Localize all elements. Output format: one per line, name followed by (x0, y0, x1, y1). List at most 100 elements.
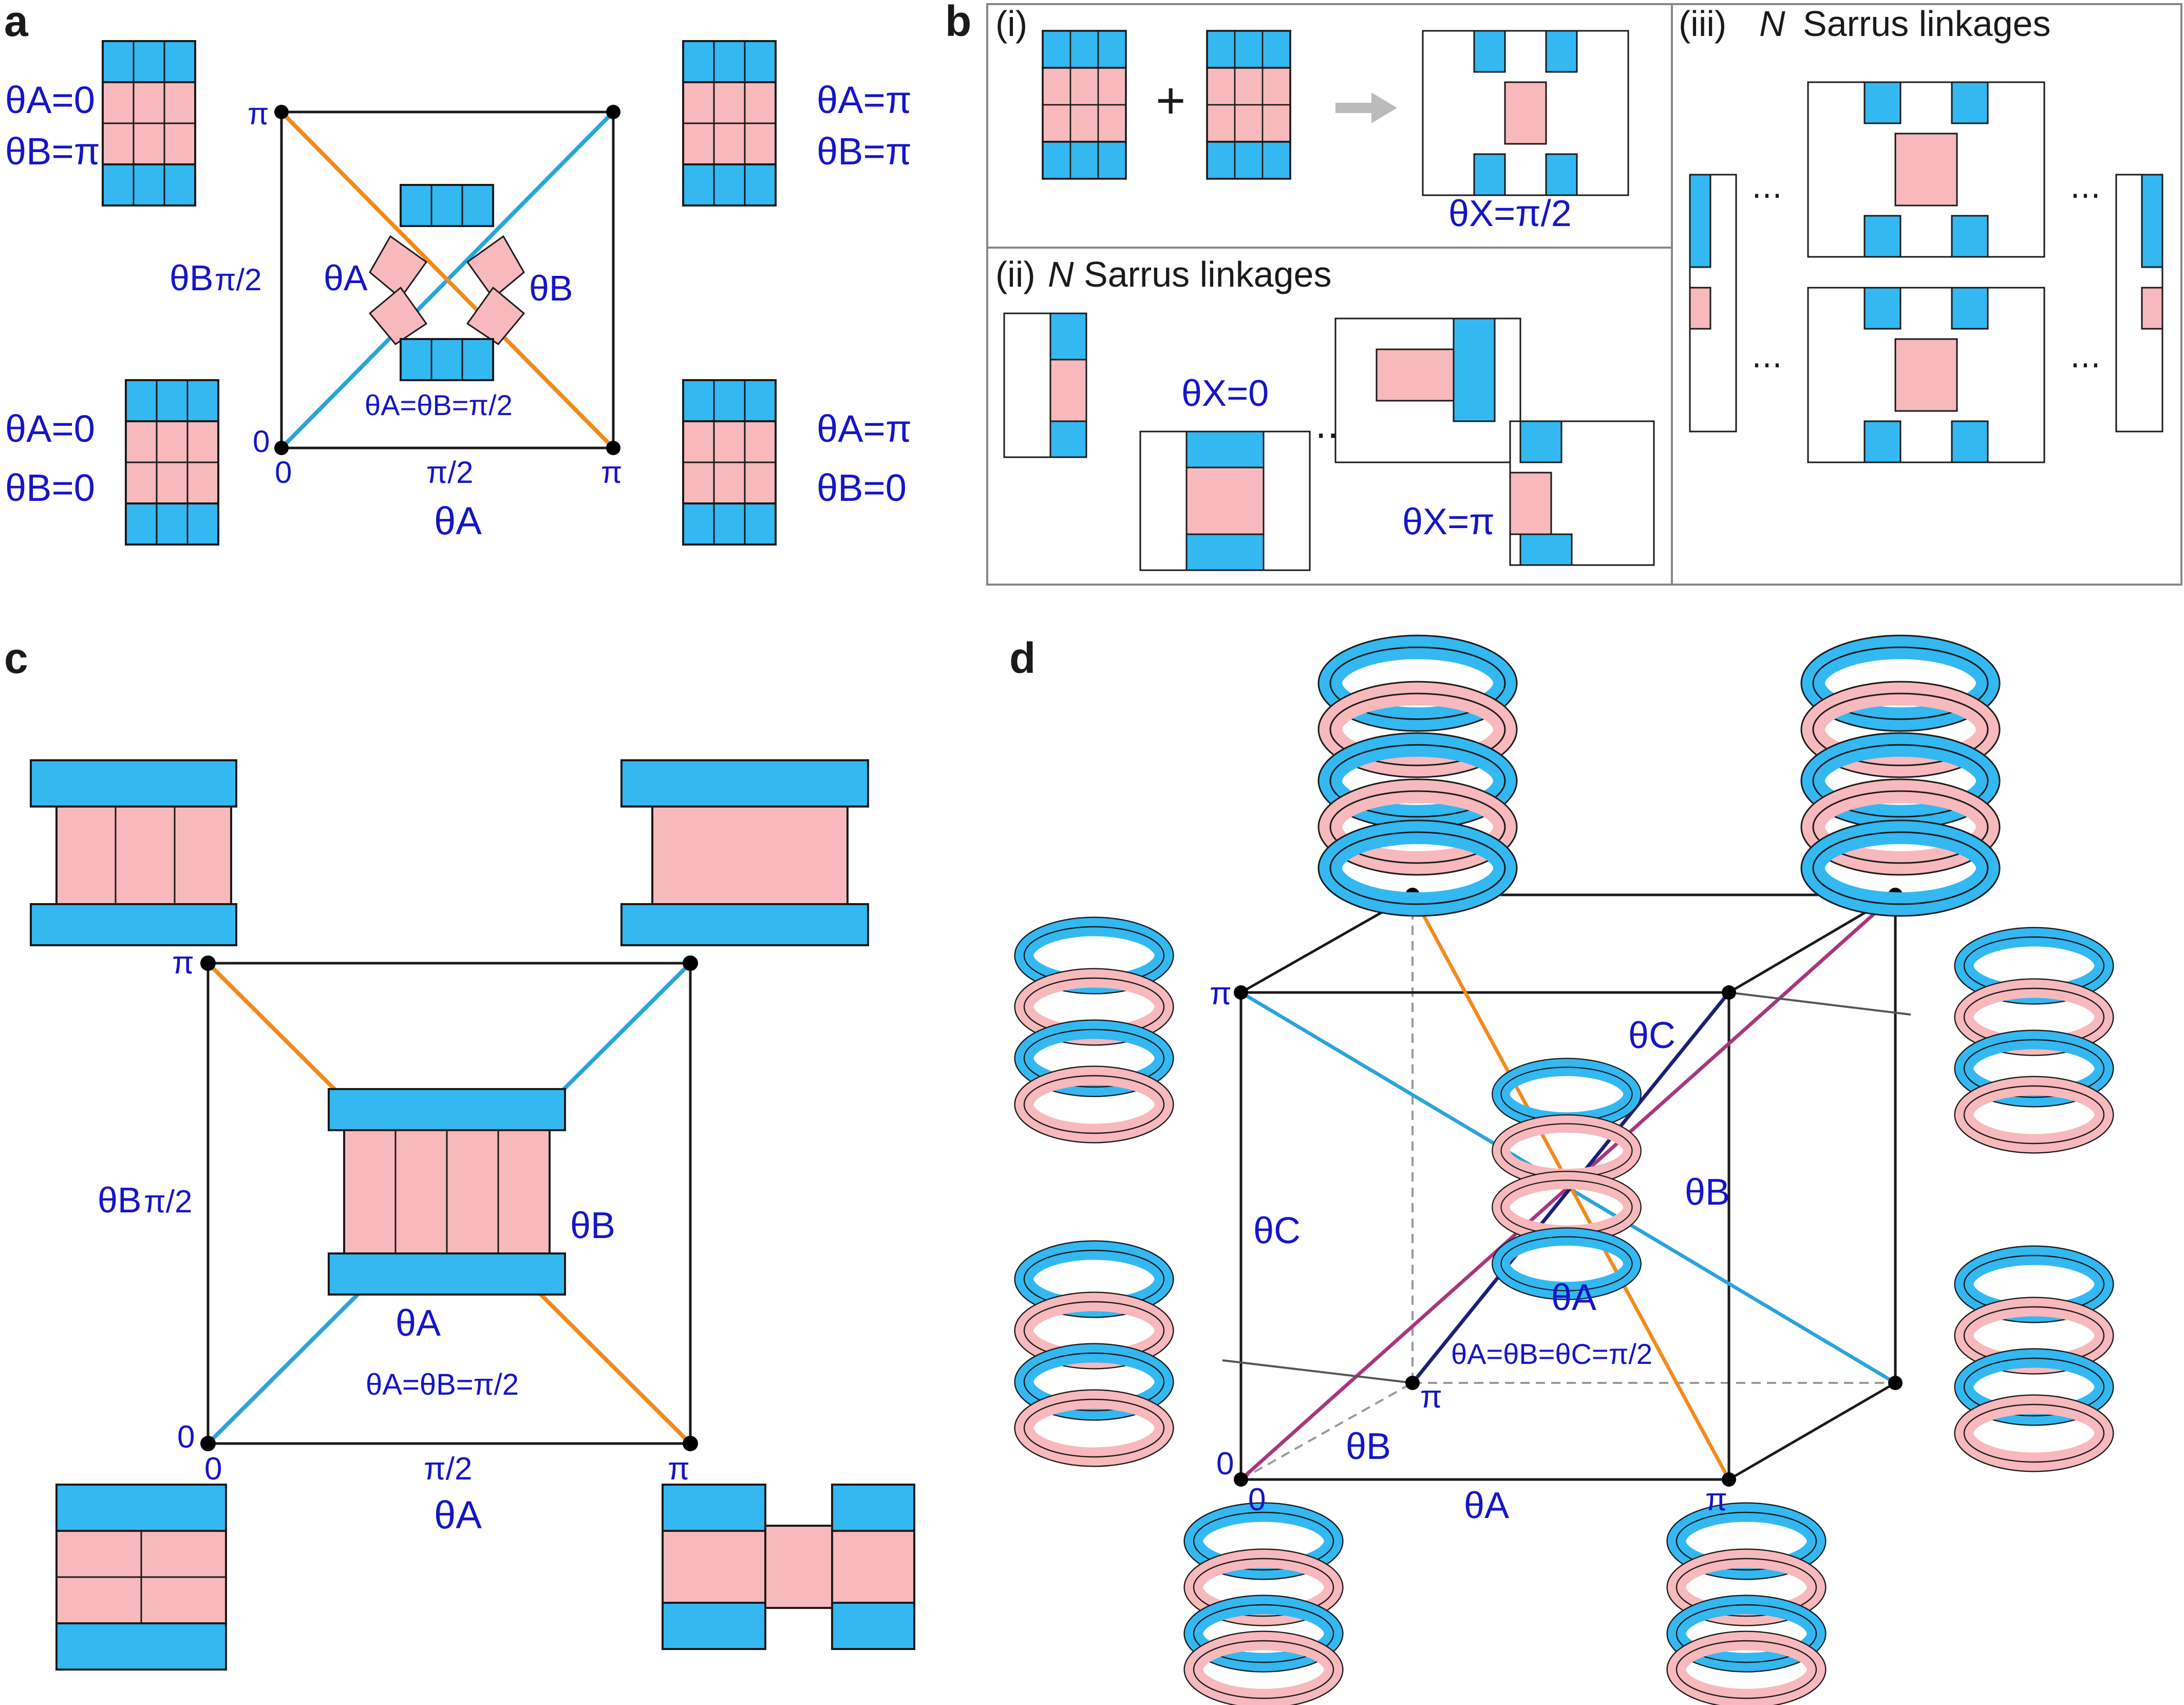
sub-iii-dots-tl: ⋯ (1752, 178, 1782, 212)
sub-i-linkage-1 (1042, 30, 1127, 180)
label-a-tr-b: θB=π (817, 130, 912, 173)
leader-line (1728, 991, 1911, 1016)
center-c-theta-a: θA (396, 1303, 441, 1344)
panel-c-label: c (4, 634, 28, 682)
sub-ii-n: N (1048, 254, 1074, 294)
label-a-bl-a: θA=0 (5, 407, 95, 450)
axis-d-c-label: θC (1253, 1210, 1301, 1251)
cube-edge (1728, 1381, 1896, 1481)
panel-a-linkage-tl (102, 40, 196, 207)
vertex-dot (1722, 1472, 1736, 1487)
panel-d-center-assembly (1492, 1058, 1641, 1300)
panel-d-assembly-bottom-right (1667, 1503, 1826, 1705)
panel-c-center-block (328, 1088, 566, 1296)
vertex-dot (1722, 985, 1736, 1000)
panel-a-center-linkage (368, 184, 525, 381)
panel-d: d (1009, 634, 2113, 1705)
panel-a-linkage-tr (682, 40, 777, 207)
sub-iii-label: (iii) (1679, 4, 1726, 44)
panel-a-label: a (4, 0, 29, 45)
panel-c-frame (206, 962, 692, 1445)
center-a-equation: θA=θB=π/2 (365, 389, 513, 421)
cube-front-face (1239, 991, 1730, 1481)
sub-ii-left-linkage (1003, 312, 1087, 458)
center-d-theta-a: θA (1551, 1277, 1596, 1318)
tick-d-x-zero: 0 (1248, 1482, 1266, 1517)
panel-d-assembly-left-upper (1015, 917, 1174, 1143)
axis-c-xlabel: θA (434, 1493, 482, 1537)
sub-ii-far-right-linkage (1509, 420, 1655, 566)
sub-iii-dots-bl: ⋯ (1752, 347, 1782, 382)
center-d-theta-b: θB (1685, 1172, 1730, 1213)
tick-c-x-pi: π (668, 1451, 690, 1487)
center-d-equation: θA=θB=θC=π/2 (1451, 1338, 1652, 1370)
vertex-dot (1234, 985, 1248, 1000)
axis-a-ylabel: θB (170, 258, 214, 298)
sub-iii-top-linkage (1807, 81, 2045, 258)
tick-d-x-pi: π (1705, 1482, 1727, 1517)
label-a-tl-b: θB=π (5, 130, 100, 173)
panel-d-assembly-bottom-left (1184, 1503, 1343, 1705)
panel-c-block-tl (30, 759, 237, 946)
corner-dot (200, 1436, 216, 1451)
panel-c-block-bl (55, 1484, 227, 1671)
panel-b: b (i) (ii) N Sarrus linkages (iii) N Sar… (945, 0, 2182, 586)
tick-d-b-pi: π (1420, 1379, 1442, 1415)
sub-iii-dots-br: ⋯ (2070, 347, 2101, 382)
panel-a-linkage-bl (125, 379, 219, 546)
sub-ii-right-linkage (1334, 317, 1521, 463)
panel-d-label: d (1009, 634, 1035, 682)
corner-dot (274, 441, 289, 455)
sub-i-plus: + (1156, 72, 1185, 129)
sub-iii-dots-tr: ⋯ (2070, 178, 2101, 212)
vertex-dot (1888, 1376, 1903, 1390)
tick-c-x-half: π/2 (424, 1451, 472, 1487)
tick-c-y-zero: 0 (177, 1419, 195, 1455)
corner-dot (200, 955, 216, 971)
corner-dot (606, 105, 620, 119)
tick-a-y-zero: 0 (253, 424, 270, 459)
tick-a-x-zero: 0 (275, 455, 292, 490)
axis-c-ylabel: θB (98, 1180, 142, 1220)
sub-i-linkage-2 (1206, 30, 1291, 180)
axis-a-xlabel: θA (434, 499, 482, 543)
panel-d-assembly-right-upper (1955, 928, 2114, 1153)
cube-edge-hidden (1240, 1382, 1413, 1481)
axis-d-a-label: θA (1464, 1485, 1509, 1526)
sub-ii-theta-zero: θX=0 (1181, 373, 1269, 414)
corner-dot (683, 955, 698, 971)
sub-ii-label: (ii) (995, 254, 1035, 294)
tick-c-y-pi: π (172, 945, 194, 981)
center-a-theta-b: θB (529, 268, 573, 308)
sub-iii-left-stack (1689, 174, 1737, 433)
panel-c: c (4, 634, 915, 1671)
panel-b-label: b (945, 0, 971, 45)
sub-i-label: (i) (995, 4, 1027, 44)
tick-a-x-pi: π (601, 455, 622, 490)
corner-dot (274, 105, 289, 119)
sub-ii-text: Sarrus linkages (1084, 254, 1331, 294)
axis-d-b-label: θB (1346, 1426, 1391, 1467)
sub-iii-text: Sarrus linkages (1803, 4, 2050, 44)
panel-b-box (986, 3, 2182, 586)
sub-iii-n: N (1759, 4, 1785, 44)
vertex-dot (1405, 1376, 1420, 1390)
label-a-br-b: θB=0 (817, 466, 907, 509)
center-a-theta-a: θA (324, 258, 368, 298)
tick-a-y-pi: π (248, 97, 269, 131)
sub-iii-bottom-linkage (1807, 287, 2045, 463)
label-a-tl-a: θA=0 (5, 79, 95, 121)
label-a-bl-b: θB=0 (5, 466, 95, 509)
tick-d-c-pi: π (1210, 976, 1232, 1011)
tick-c-y-half: π/2 (144, 1184, 192, 1220)
tick-c-x-zero: 0 (204, 1451, 222, 1487)
sub-i-arrow (1335, 92, 1397, 123)
leader-line (1222, 1359, 1413, 1384)
center-c-equation: θA=θB=π/2 (366, 1368, 519, 1401)
panel-c-block-tr (620, 759, 869, 946)
sub-ii-theta-pi: θX=π (1402, 501, 1495, 542)
center-d-theta-c: θC (1628, 1015, 1675, 1056)
panel-a: a θA=0 θB=π θA=π θB=π (4, 0, 912, 546)
sub-iii-right-stack (2115, 174, 2163, 433)
